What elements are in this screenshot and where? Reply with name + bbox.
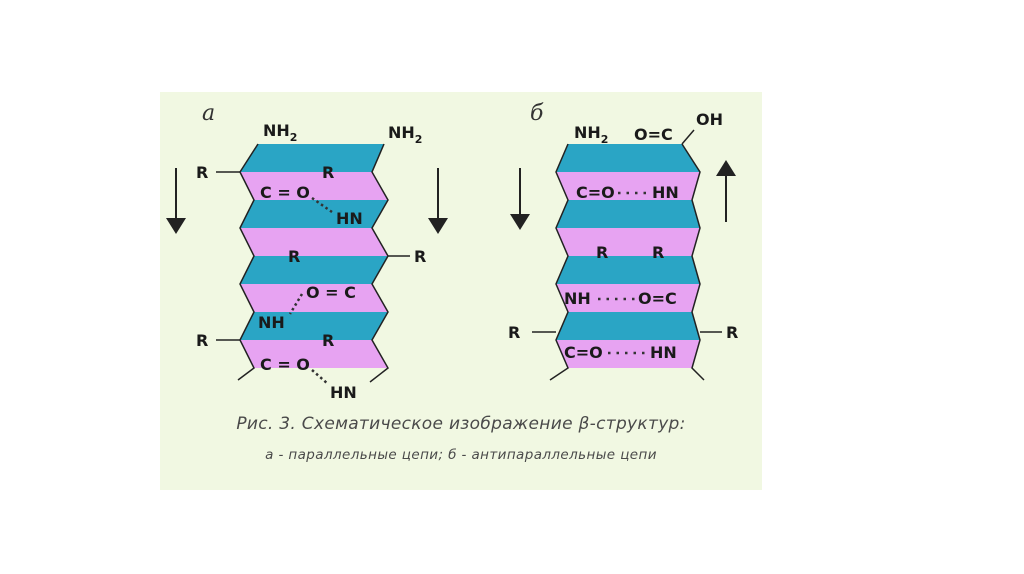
caption-title: Рис. 3. Схематическое изображение β-стру… [236, 414, 686, 434]
label-r: R [322, 331, 334, 350]
nh2-top: NH2 [574, 123, 608, 146]
beta-structure-diagram: а [166, 101, 738, 402]
label-r: R [596, 243, 608, 262]
chain-outline-left [237, 143, 259, 381]
band [240, 200, 388, 228]
chain-outline-right [369, 143, 389, 383]
band [556, 200, 700, 228]
label-r: R [196, 331, 208, 350]
band [556, 172, 700, 200]
panel-a: а [166, 101, 448, 402]
chain-outline-left [549, 143, 569, 381]
label-oc: O=C [634, 125, 673, 144]
hydrogen-bond [311, 369, 329, 385]
label-hn: HN [336, 209, 363, 228]
panel-b-sheet [549, 143, 705, 381]
figure: а [160, 92, 762, 490]
label-r: R [414, 247, 426, 266]
band [240, 256, 388, 284]
figure-caption: Рис. 3. Схематическое изображение β-стру… [160, 414, 762, 463]
band [240, 228, 388, 256]
caption-legend: а - параллельные цепи; б - антипараллель… [265, 447, 657, 463]
label-r: R [288, 247, 300, 266]
chain-outline-right [681, 143, 705, 381]
band [240, 144, 384, 172]
band [240, 340, 388, 368]
bond-line [681, 129, 695, 145]
band [556, 340, 700, 368]
label-hn: HN [650, 343, 677, 362]
band [240, 172, 388, 200]
band [556, 228, 700, 256]
label-r: R [322, 163, 334, 182]
label-co: C = O [260, 355, 310, 374]
band [556, 284, 700, 312]
hydrogen-bond [311, 196, 333, 214]
band [556, 312, 700, 340]
label-nh: NH [258, 313, 285, 332]
label-r: R [196, 163, 208, 182]
band [240, 284, 388, 312]
label-co: C = O [260, 183, 310, 202]
band [556, 144, 700, 172]
nh2-top-right: NH2 [388, 123, 422, 146]
nh2-top-left: NH2 [263, 121, 297, 144]
label-r: R [508, 323, 520, 342]
panel-b: б NH2 [508, 101, 738, 381]
label-co: C=O [564, 343, 603, 362]
label-oh: OH [696, 110, 723, 129]
panel-a-label: а [202, 101, 215, 126]
label-oc: O = C [306, 283, 356, 302]
label-hn: HN [652, 183, 679, 202]
panel-a-sheet [237, 143, 389, 383]
panel-b-label: б [530, 101, 544, 126]
label-r: R [652, 243, 664, 262]
label-r: R [726, 323, 738, 342]
label-oc: O=C [638, 289, 677, 308]
hydrogen-bond [288, 293, 304, 315]
label-nh: NH [564, 289, 591, 308]
label-co: C=O [576, 183, 615, 202]
label-hn: HN [330, 383, 357, 402]
band [556, 256, 700, 284]
band [240, 312, 388, 340]
